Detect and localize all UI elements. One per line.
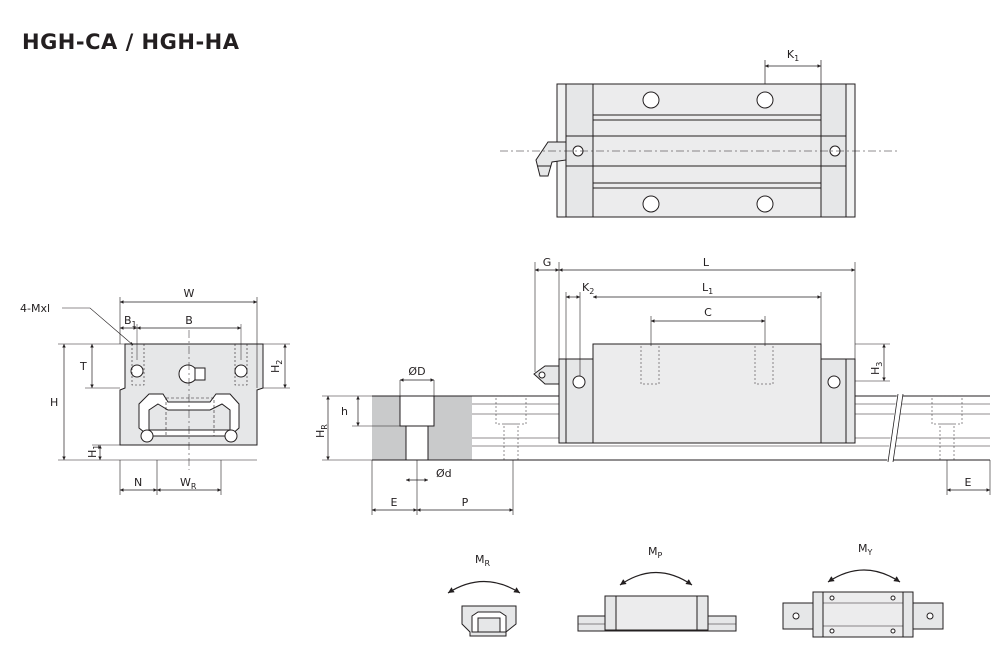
p-label: P (462, 496, 469, 509)
side-view (322, 262, 991, 515)
my-label: MY (858, 542, 873, 557)
b1-label: B1 (124, 314, 137, 329)
h3-label: H3 (869, 362, 884, 375)
wr-label: WR (180, 476, 197, 491)
front-view (58, 297, 290, 495)
page-title: HGH-CA / HGH-HA (22, 30, 240, 54)
n-label: N (134, 476, 142, 489)
g-label: G (543, 256, 552, 269)
hr-label: HR (314, 424, 329, 438)
k1-label: K1 (787, 48, 799, 63)
l-label: L (703, 256, 710, 269)
h2-label: H2 (269, 360, 284, 373)
h-label: H (50, 396, 58, 409)
d-label: Ød (436, 467, 452, 480)
b-label: B (185, 314, 193, 327)
w-label: W (184, 287, 195, 300)
moment-mr (447, 581, 521, 637)
e2-label: E (965, 476, 972, 489)
top-view (500, 60, 900, 218)
t-label: T (79, 360, 87, 373)
bolt-label: 4-Mxl (20, 302, 50, 315)
mr-label: MR (475, 553, 491, 568)
c-label: C (704, 306, 712, 319)
e-label: E (391, 496, 398, 509)
moment-mp (577, 571, 737, 632)
k2-label: K2 (582, 281, 594, 296)
h1-label: H1 (86, 445, 101, 458)
od-label: ØD (408, 365, 425, 378)
h-small-label: h (341, 405, 348, 418)
moment-my (782, 569, 944, 638)
l1-label: L1 (702, 281, 713, 296)
mp-label: MP (648, 545, 663, 560)
